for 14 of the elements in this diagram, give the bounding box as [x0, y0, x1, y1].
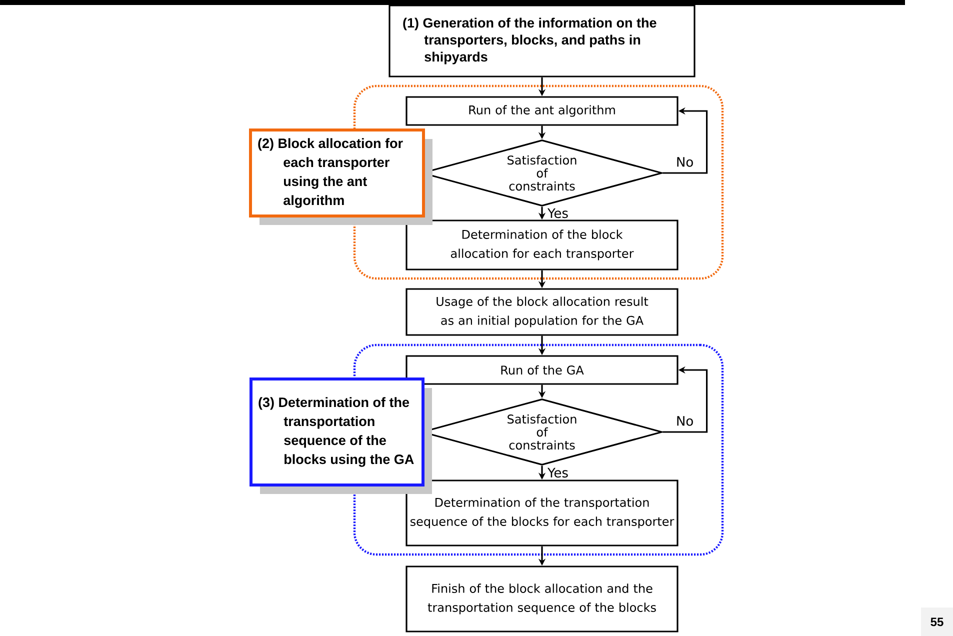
process-box: Run of the GA [406, 355, 678, 385]
step-label-box: (2) Block allocation for each transporter using the ant algorithm [249, 128, 432, 225]
edge-label: No [674, 156, 695, 168]
process-box: Usage of the block allocation result as an initial population for the GA [406, 288, 678, 336]
edge-label: Yes [546, 466, 570, 479]
process-box: (1) Generation of the information on the transporters, blocks, and paths in shipyards [388, 4, 696, 78]
page-number: 55 [921, 608, 953, 636]
edge-label: No [674, 415, 695, 427]
edge-label: Yes [546, 207, 570, 220]
process-box: Determination of the transportation sequence of the blocks for each transporter [406, 480, 678, 546]
step-label-box: (3) Determination of the transportation sequence of the blocks using the GA [250, 378, 432, 494]
process-box: Run of the ant algorithm [406, 96, 678, 126]
process-box: Determination of the block allocation for each transporter [406, 220, 678, 270]
process-box: Finish of the block allocation and the transportation sequence of the blocks [406, 566, 678, 632]
